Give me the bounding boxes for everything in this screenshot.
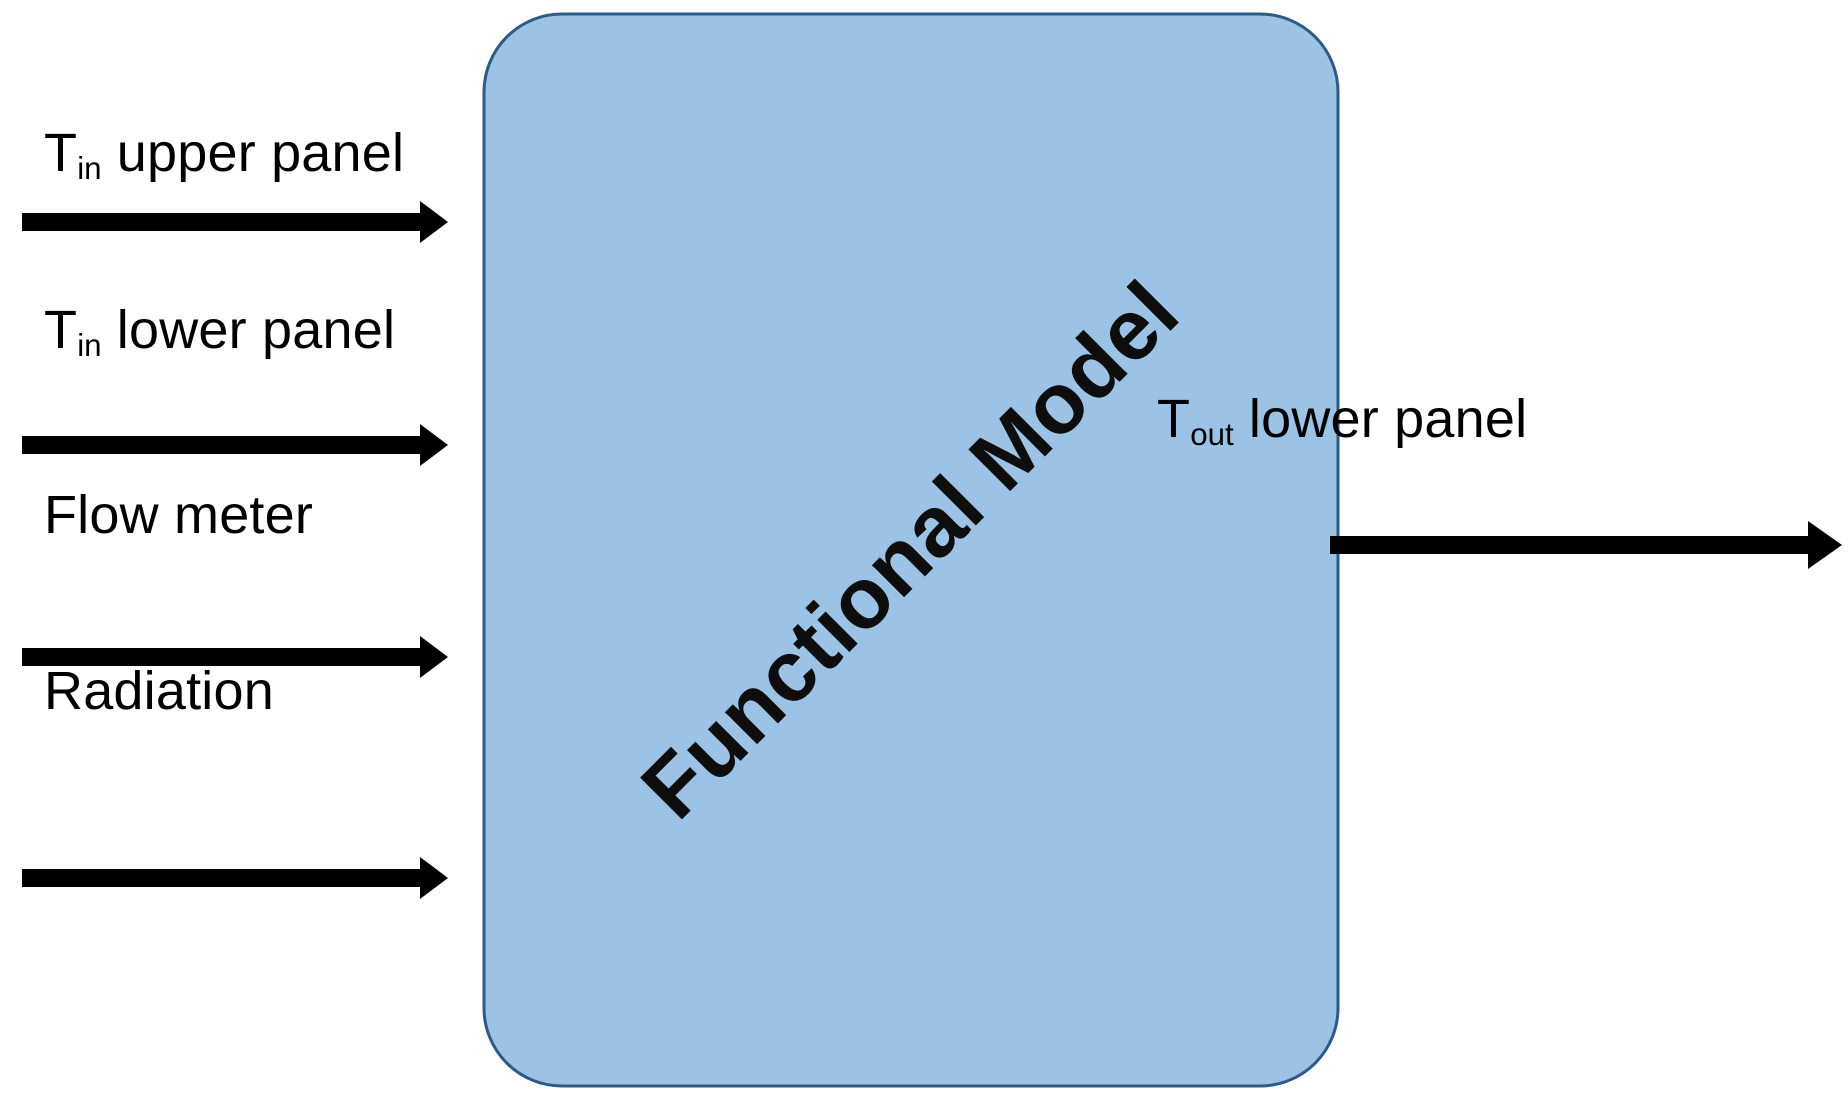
arrow-right-icon [1330,521,1842,569]
input-4-text: Radiation [44,661,274,721]
input-arrow-4 [22,857,448,899]
arrow-right-icon [22,857,448,899]
functional-model-block[interactable] [482,12,1340,1088]
arrow-right-icon [22,636,448,678]
input-3-text: Flow meter [44,485,314,545]
input-label-4: Radiation [44,664,274,718]
output-label-1: Tout lower panel [1157,389,1528,450]
arrow-right-icon [22,201,448,243]
output-1-subscript: out [1190,417,1234,453]
input-1-text: upper panel [101,123,405,183]
input-2-subscript: in [77,328,102,364]
output-arrow-1 [1330,521,1842,569]
input-1-symbol: T [44,123,78,183]
output-1-symbol: T [1157,389,1191,449]
output-1-text: lower panel [1233,389,1528,449]
input-2-symbol: T [44,300,78,360]
input-label-1: Tin upper panel [44,123,405,184]
arrow-right-icon [22,424,448,466]
input-label-3: Flow meter [44,488,313,542]
input-1-subscript: in [77,151,102,187]
input-label-2: Tin lower panel [44,300,396,361]
input-2-text: lower panel [101,300,396,360]
input-arrow-2 [22,424,448,466]
input-arrow-1 [22,201,448,243]
input-arrow-3 [22,636,448,678]
